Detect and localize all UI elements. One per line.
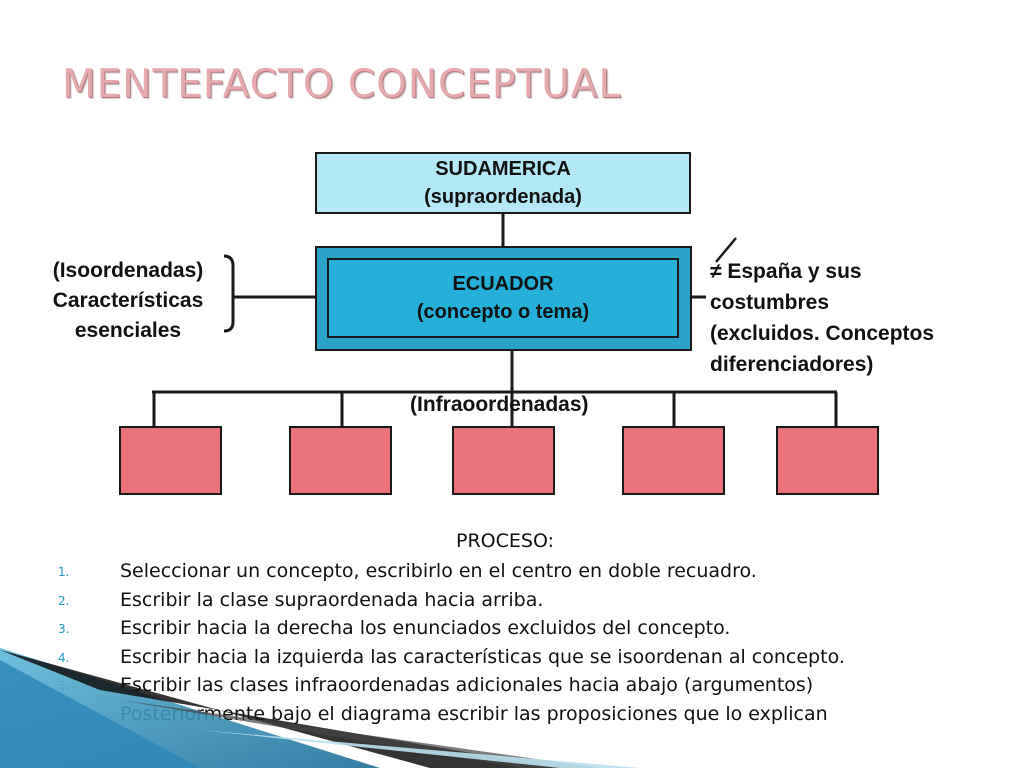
infraordinate-box [776, 426, 879, 495]
excl-line-1-text: España y sus [727, 260, 862, 283]
process-steps: 1. Seleccionar un concepto, escribirlo en… [58, 557, 845, 728]
iso-line-1: (Isoordenadas) [52, 259, 204, 282]
process-step: 3. Escribir hacia la derecha los enunciad… [58, 614, 845, 643]
step-text: Escribir la clase supraordenada hacia ar… [120, 588, 544, 611]
process-step: 1. Seleccionar un concepto, escribirlo en… [58, 557, 845, 586]
supraordinate-name: SUDAMERICA [435, 158, 571, 180]
not-equal-icon: ≠ [710, 260, 722, 283]
process-step: 4. Escribir hacia la izquierda las caract… [58, 643, 845, 672]
excluded-text: ≠ España y sus costumbres (excluidos. Co… [710, 256, 1010, 380]
concept-box-inner: ECUADOR (concepto o tema) [327, 258, 679, 338]
excl-line-1: ≠ España y sus [710, 256, 1010, 287]
supraordinate-box: SUDAMERICA (supraordenada) [315, 152, 691, 214]
infraordinate-box [452, 426, 555, 495]
step-text: Posteriormente bajo el diagrama escribir… [120, 702, 828, 725]
step-text: Escribir las clases infraoordenadas adic… [120, 674, 814, 696]
supraordinate-role: (supraordenada) [424, 186, 582, 208]
infraordinate-box [622, 426, 725, 495]
excl-line-3: (excluidos. Conceptos [710, 322, 935, 345]
excl-line-2: costumbres [710, 291, 830, 314]
iso-bracket [223, 254, 235, 333]
step-number: 3. [58, 622, 70, 636]
infraordinate-box [119, 426, 222, 495]
concept-role: (concepto o tema) [416, 301, 590, 323]
step-text: Seleccionar un concepto, escribirlo en e… [120, 560, 757, 582]
iso-line-3: esenciales [74, 319, 182, 342]
isoordinate-text: (Isoordenadas) Características esenciale… [30, 256, 226, 346]
infraordinate-box [289, 426, 392, 495]
process-step: 6. Posteriormente bajo el diagrama escrib… [58, 700, 845, 729]
slide-title: MENTEFACTO CONCEPTUAL [62, 62, 622, 107]
process-heading: PROCESO: [456, 530, 554, 552]
step-number: 1. [58, 565, 70, 579]
neq-slash [715, 237, 737, 263]
excl-line-4: diferenciadores) [710, 353, 874, 376]
concept-name: ECUADOR [452, 273, 554, 295]
step-text: Escribir hacia la derecha los enunciados… [120, 617, 731, 639]
step-number: 4. [58, 650, 70, 665]
step-number: 6. [58, 707, 70, 722]
infraordinate-label: (Infraoordenadas) [410, 393, 589, 416]
process-step: 5. Escribir las clases infraoordenadas ad… [58, 671, 845, 700]
step-text: Escribir hacia la izquierda las caracter… [120, 645, 845, 668]
iso-line-2: Características [52, 289, 204, 312]
step-number: 2. [58, 593, 70, 608]
process-step: 2. Escribir la clase supraordenada hacia … [58, 586, 845, 615]
step-number: 5. [58, 679, 70, 693]
